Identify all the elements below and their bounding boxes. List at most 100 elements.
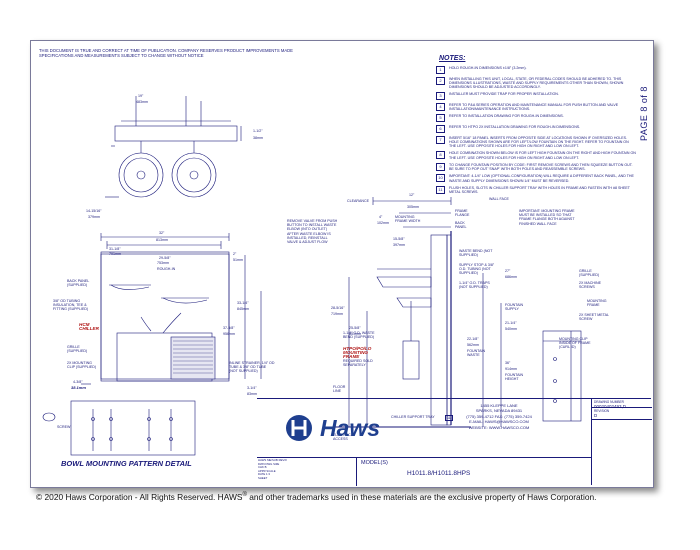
- clearance-label: CLEARANCE: [347, 199, 369, 203]
- drawing-canvas: [42, 96, 582, 456]
- back-panel-side-label: BACK PANEL: [455, 221, 467, 230]
- mount-clip-label: MOUNTING CLIP INSIDE OF FRAME (CURL ID): [559, 337, 591, 350]
- drawing-number-label: DRAWING NUMBER: [594, 400, 624, 404]
- copyright-text: © 2020 Haws Corporation - All Rights Res…: [36, 492, 243, 502]
- important-note: IMPORTANT: MOUNTING FRAME MUST BE INSTAL…: [519, 209, 575, 226]
- bowl-screw-label: SCREW: [57, 425, 71, 429]
- fountain-height-label: FOUNTAIN HEIGHT: [505, 373, 524, 382]
- note-number: 2: [436, 76, 445, 85]
- note-text: IMPORTANT: 4-1/4" LOW (OPTIONAL CONFIGUR…: [449, 174, 634, 183]
- grille: [170, 336, 216, 380]
- dim-791mm: 791mm: [109, 252, 121, 256]
- roughin-label: ROUGH-IN: [157, 267, 176, 271]
- copyright-text-end: and other trademarks used in these mater…: [249, 492, 597, 502]
- chiller-tray-number: 11: [445, 415, 453, 422]
- note-text: FLUSH HOLES, SLOTS IN CHILLER SUPPORT TR…: [449, 185, 630, 195]
- machine-screws-label: 2X MACHINE SCREWS: [579, 281, 601, 290]
- dim-29-58: 29-5/8": [159, 256, 171, 260]
- dim-483mm: 483mm: [136, 100, 148, 104]
- electrical-access-label: ELECTRICAL ACCESS: [333, 433, 356, 442]
- wall-face-label: WALL FACE: [489, 197, 509, 201]
- mounting-frame-side: [430, 234, 448, 426]
- floor-line-label: FLOOR LINE: [333, 385, 346, 394]
- dim-31-18: 31-1/8": [109, 247, 121, 251]
- dim-719mm: 719mm: [331, 312, 343, 316]
- address-line-4: E-MAIL: HAWS@HAWSCO.COM: [469, 419, 529, 425]
- waste-bend-label: WASTE BEND (NOT SUPPLIED): [459, 249, 493, 258]
- dim-753mm: 753mm: [157, 261, 169, 265]
- dim-36: 36": [505, 361, 511, 365]
- dim-813mm: 813mm: [156, 238, 168, 242]
- htpo-sub-label: REQUIRED SOLD SEPARATELY: [343, 359, 373, 368]
- haws-logo: Haws: [257, 399, 407, 457]
- dim-914mm: 914mm: [505, 367, 517, 371]
- frame-flange-label: FRAME FLANGE: [455, 209, 470, 218]
- dim-38mm: 38mm: [253, 136, 263, 140]
- note-text: REFER TO INSTALLATION DRAWING FOR ROUGH-…: [449, 114, 564, 119]
- grille-label: GRILLE (SUPPLIED): [67, 345, 88, 354]
- left-bowl: [118, 152, 164, 198]
- title-grid: HAWS ME/SUB REV/# DWN DWG SIZE CHK B APP…: [257, 458, 357, 486]
- note-text: HOLE COMBINATION SHOWN BELOW IS FOR LEFT…: [449, 151, 636, 160]
- top-mounting-bracket: [114, 125, 238, 142]
- back-panel-label: BACK PANEL (SUPPLIED): [67, 279, 90, 288]
- dim-27: 27": [505, 269, 511, 273]
- note-number: 3: [436, 92, 445, 101]
- dim-14: 14-15/16": [86, 209, 102, 213]
- trap-label: 1-1/4" O.D. TRAPS (NOT SUPPLIED): [459, 281, 490, 290]
- dim-1-12: 1-1/2": [253, 129, 263, 133]
- note-number: 8: [436, 151, 445, 160]
- haws-logo-icon: [285, 415, 312, 441]
- side-low-bowl: [376, 276, 432, 288]
- dim-397mm: 397mm: [393, 243, 405, 247]
- note-number: 4: [436, 103, 445, 111]
- mounting-frame-width-label: MOUNTING FRAME WIDTH: [395, 215, 421, 224]
- tubing-label: 3/8" OD TUBING INSULATION, TEE & FITTING…: [53, 299, 89, 312]
- note-text: REFER TO P&A SERIES OPERATION AND MAINTE…: [449, 103, 619, 112]
- sheet-metal-screw-label: 2X SHEET METAL SCREW: [579, 313, 609, 322]
- hcm-chiller-label: HCM CHILLER: [79, 322, 99, 332]
- dim-51mm: 51mm: [233, 258, 243, 262]
- mounting-frame-label: MOUNTING FRAME: [587, 299, 607, 308]
- copyright-line: © 2020 Haws Corporation - All Rights Res…: [36, 492, 597, 502]
- bowl-detail-title: BOWL MOUNTING PATTERN DETAIL: [61, 459, 192, 468]
- dim-651mm: 651mm: [349, 332, 361, 336]
- dim-25: 25-5/8": [349, 326, 361, 330]
- model-label: MODEL(S): [361, 460, 388, 466]
- note-number: 5: [436, 114, 445, 123]
- dim-28: 28-5/16": [331, 306, 345, 310]
- right-bowl: [171, 152, 217, 198]
- dim-32: 32": [159, 231, 165, 235]
- dim-37: 37-5/8": [223, 326, 235, 330]
- note-number: 9: [436, 162, 445, 171]
- note-number: 10: [436, 174, 445, 183]
- note-text: WHEN INSTALLING THIS UNIT, LOCAL, STATE,…: [449, 76, 624, 90]
- note-item: 4 REFER TO P&A SERIES OPERATION AND MAINT…: [436, 103, 636, 112]
- waste-od-label: 1-1/4" O.D. WASTE BEND (SUPPLIED): [343, 331, 375, 340]
- dim-3-14: 3-1/4": [247, 386, 257, 390]
- fountain-waste-label: FOUNTAIN WASTE: [467, 349, 486, 358]
- note-text: HOLD ROUGH-IN DIMENSIONS ±1/8" (3.2mm).: [449, 66, 527, 70]
- address-line-5: WEBSITE: WWW.HAWSCO.COM: [468, 424, 530, 430]
- dim-845mm: 845mm: [237, 307, 249, 311]
- dim-4-38: 4-3/8": [73, 380, 83, 384]
- chiller-tray-label: CHILLER SUPPORT TRAY: [391, 415, 435, 419]
- dim-305mm: 305mm: [407, 205, 419, 209]
- note-item: 2 WHEN INSTALLING THIS UNIT, LOCAL, STATE…: [436, 76, 636, 90]
- frame-right-view: [542, 330, 582, 422]
- drawing-number: 00020402493,D: [594, 404, 627, 409]
- note-text: INSERT 5/16" 18 PANEL INSERTS FROM OPPOS…: [449, 135, 629, 149]
- dim-956mm: 956mm: [223, 332, 235, 336]
- drawing-sheet: THIS DOCUMENT IS TRUE AND CORRECT AT TIM…: [30, 40, 654, 488]
- dim-83mm: 83mm: [247, 392, 257, 396]
- note-item: 8 HOLE COMBINATION SHOWN BELOW IS FOR LEF…: [436, 151, 636, 160]
- bowl-mounting-detail: [70, 400, 196, 456]
- note-item: 5 REFER TO INSTALLATION DRAWING FOR ROUGH…: [436, 114, 636, 123]
